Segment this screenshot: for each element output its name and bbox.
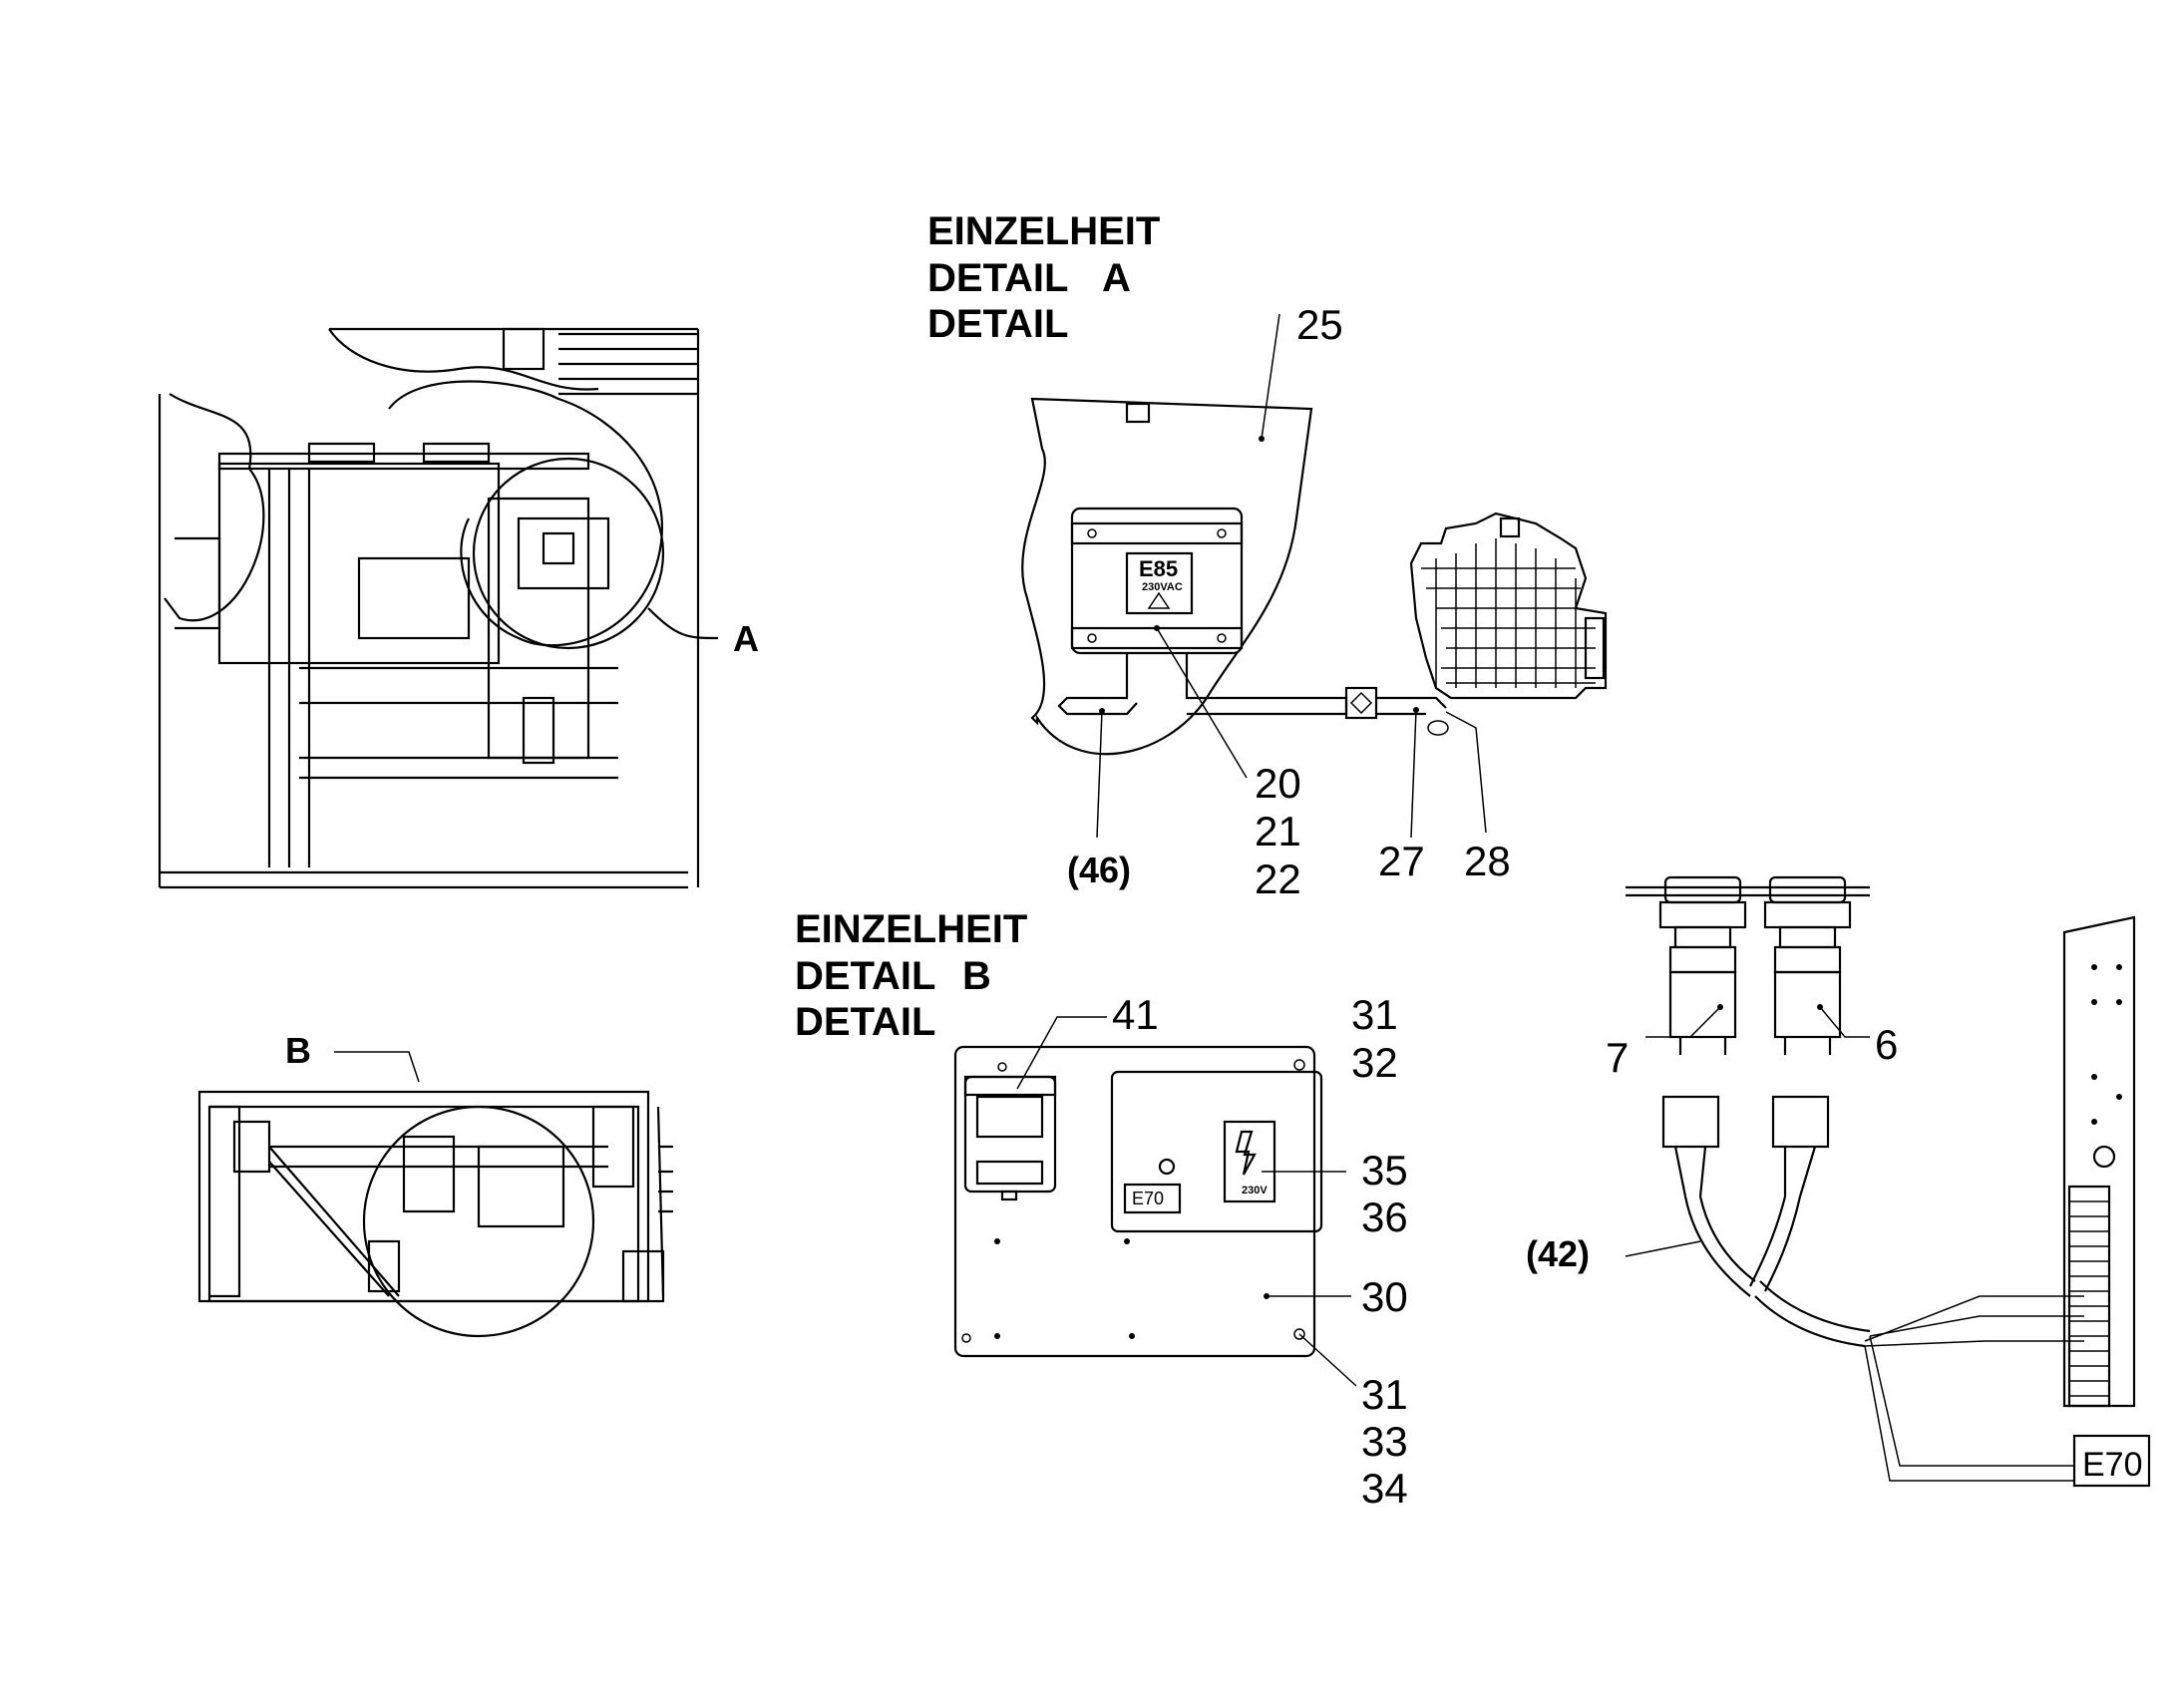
callout-33: 33 [1361, 1418, 1408, 1465]
callout-46: (46) [1067, 850, 1131, 890]
e85-sub-label: 230VAC [1142, 581, 1183, 593]
callout-20: 20 [1255, 760, 1301, 807]
callout-31-bottom: 31 [1361, 1371, 1408, 1418]
e70-tag: E70 [2082, 1446, 2143, 1484]
callout-28: 28 [1464, 838, 1511, 884]
callout-6: 6 [1875, 1021, 1898, 1068]
detail-b-letter: B [962, 954, 991, 998]
callout-36: 36 [1361, 1194, 1408, 1240]
marker-a: A [733, 618, 759, 659]
detail-b-heading-1: EINZELHEIT [795, 907, 1027, 951]
callout-42: (42) [1526, 1233, 1590, 1274]
overview-front-view [197, 1051, 673, 1338]
callout-35: 35 [1361, 1147, 1408, 1194]
detail-a-letter: A [1102, 256, 1131, 300]
callout-31-top: 31 [1351, 991, 1398, 1038]
detail-a-heading-3: DETAIL [927, 302, 1068, 346]
engine-illustration [1409, 512, 1608, 700]
detail-a-heading-2: DETAIL [927, 256, 1068, 300]
callout-22: 22 [1255, 855, 1301, 902]
callout-30: 30 [1361, 1273, 1408, 1320]
detail-a-heading-1: EINZELHEIT [927, 209, 1160, 253]
callout-32: 32 [1351, 1039, 1398, 1086]
callout-27: 27 [1378, 838, 1425, 884]
callout-7: 7 [1606, 1034, 1629, 1081]
detail-b-heading-2: DETAIL [795, 954, 935, 998]
detail-a-drawing [1021, 313, 1608, 839]
e70-box-label: E70 [1132, 1189, 1164, 1208]
e85-label: E85 [1139, 556, 1178, 581]
switch-assembly [1625, 875, 2151, 1488]
callout-21: 21 [1255, 808, 1301, 854]
detail-b-heading-3: DETAIL [795, 1000, 935, 1044]
callout-25: 25 [1296, 301, 1343, 348]
callout-34: 34 [1361, 1465, 1408, 1512]
overview-top-view [158, 327, 719, 889]
marker-b: B [285, 1030, 311, 1071]
warning-label: 230V [1242, 1185, 1268, 1196]
detail-b-panel [953, 1016, 1357, 1387]
callout-41: 41 [1112, 991, 1159, 1038]
